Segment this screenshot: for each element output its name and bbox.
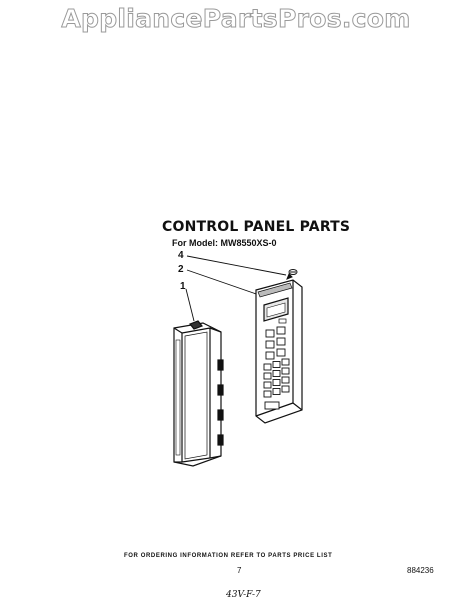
callout-2: 2 xyxy=(178,264,184,275)
watermark: AppliancePartsPros.com xyxy=(61,4,411,34)
leader-line-4 xyxy=(186,255,287,276)
keypad-key xyxy=(265,351,275,360)
keypad-key xyxy=(263,381,272,389)
keypad-key-wide xyxy=(264,401,280,410)
leader-line-1 xyxy=(185,288,195,322)
ordering-note: FOR ORDERING INFORMATION REFER TO PARTS … xyxy=(124,553,333,559)
keypad-key xyxy=(265,329,275,338)
keypad-key xyxy=(263,363,272,371)
callout-4: 4 xyxy=(178,250,184,261)
keypad-key xyxy=(265,340,275,349)
keypad-key xyxy=(272,361,281,368)
keypad-key xyxy=(281,358,290,366)
keypad-key xyxy=(272,388,281,395)
callout-1: 1 xyxy=(180,281,186,292)
keypad xyxy=(263,326,290,410)
keypad-key xyxy=(263,390,272,398)
keypad-key xyxy=(276,348,286,357)
leader-lines xyxy=(185,255,287,322)
keypad-key xyxy=(276,337,286,346)
keypad-key xyxy=(281,385,290,393)
keypad-key xyxy=(272,370,281,377)
model-line: For Model: MW8550XS-0 xyxy=(172,238,277,248)
screw-part xyxy=(286,269,298,280)
keypad-key xyxy=(263,372,272,380)
keypad-key xyxy=(281,376,290,384)
diagram-title: CONTROL PANEL PARTS xyxy=(162,219,351,235)
keypad-key xyxy=(281,367,290,375)
keypad-key xyxy=(272,379,281,386)
page-number: 7 xyxy=(237,566,242,575)
keypad-key xyxy=(276,326,286,335)
handwritten-mark: 43V-F-7 xyxy=(226,590,261,600)
leader-line-2 xyxy=(186,269,263,297)
drawing-code: 884236 xyxy=(407,566,434,575)
frame-part xyxy=(173,320,224,467)
